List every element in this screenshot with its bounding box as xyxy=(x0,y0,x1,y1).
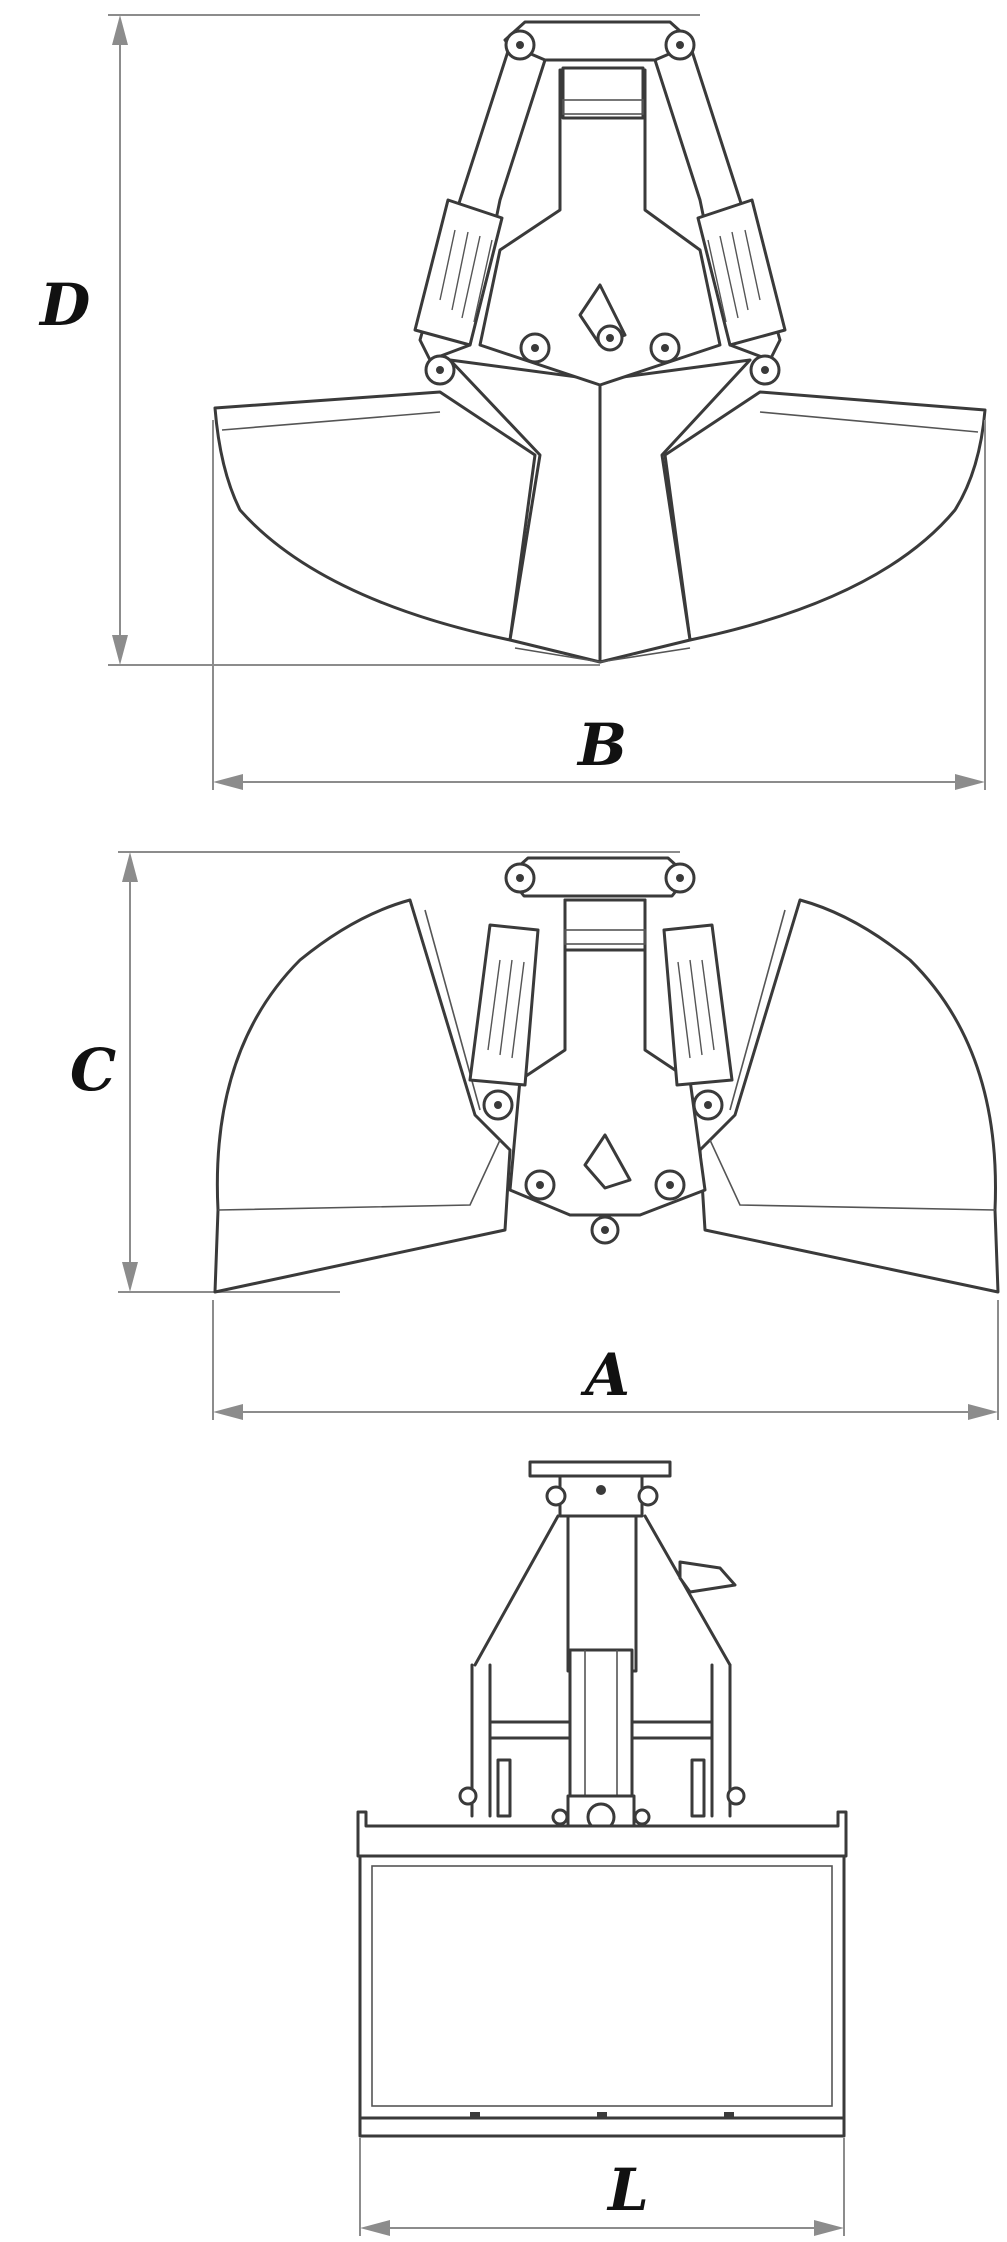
side-cylinder xyxy=(568,1648,634,1800)
dimension-label-d: D xyxy=(38,271,90,339)
left-open-jaw xyxy=(213,898,512,1294)
side-bucket-body xyxy=(358,1854,846,2120)
dimension-c: C xyxy=(70,851,680,1293)
top-mount-plate xyxy=(528,1460,672,1478)
dimension-label-b: B xyxy=(576,711,627,779)
side-view: L xyxy=(356,1460,848,2236)
dimension-label-a: A xyxy=(580,1341,630,1409)
right-cylinder-open xyxy=(662,923,734,1087)
side-bucket-lip xyxy=(358,2116,846,2138)
dimension-b: B xyxy=(212,420,986,790)
center-body xyxy=(478,68,722,387)
right-open-jaw xyxy=(698,898,1000,1294)
open-center-body xyxy=(508,898,707,1217)
center-column xyxy=(566,1514,638,1673)
dimension-label-l: L xyxy=(606,2156,649,2224)
dimension-label-c: C xyxy=(70,1036,116,1104)
dimension-d: D xyxy=(38,14,700,666)
dimension-l: L xyxy=(359,2138,845,2236)
closed-grab-view: D xyxy=(38,14,987,790)
right-jaw xyxy=(663,390,987,642)
dimension-a: A xyxy=(212,1300,999,1420)
pins-closed xyxy=(424,29,781,386)
pins-open xyxy=(482,862,724,1245)
open-grab-view: C xyxy=(70,851,1000,1420)
side-frame xyxy=(470,1663,732,1818)
left-cylinder-open xyxy=(468,923,540,1087)
left-jaw xyxy=(213,390,537,642)
